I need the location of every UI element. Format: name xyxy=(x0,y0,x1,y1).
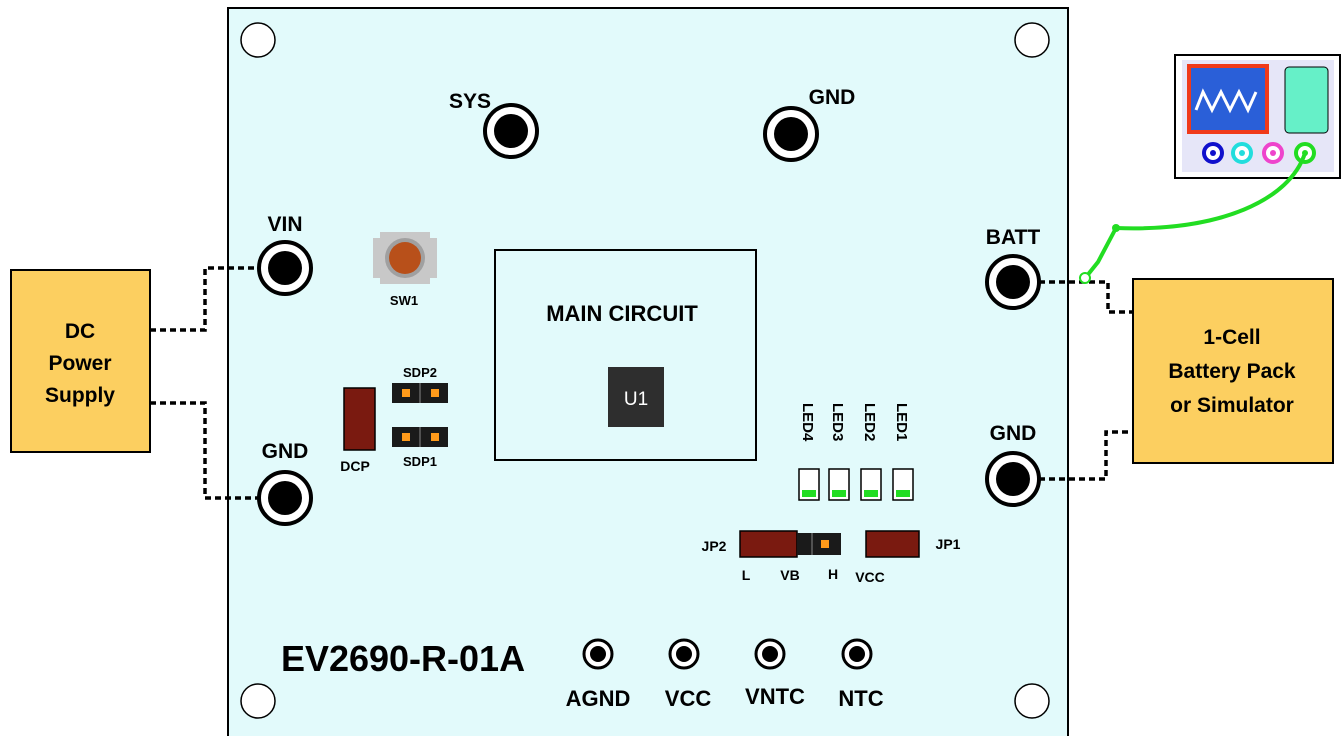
dcp-label: DCP xyxy=(340,458,370,474)
terminal-gnd-right-label: GND xyxy=(990,422,1037,445)
led3 xyxy=(828,468,850,501)
terminal-gnd-top[interactable] xyxy=(763,106,819,162)
led4 xyxy=(798,468,820,501)
power-supply-line3: Supply xyxy=(45,384,115,407)
terminal-vin[interactable] xyxy=(257,240,313,296)
jp2-label: JP2 xyxy=(702,538,727,554)
terminal-gnd-right[interactable] xyxy=(985,451,1041,507)
board-name: EV2690-R-01A xyxy=(281,638,525,679)
jp2-jumper[interactable] xyxy=(739,530,798,558)
jp-vcc-label: VCC xyxy=(855,569,885,585)
power-supply-line2: Power xyxy=(48,352,111,375)
test-point-agnd[interactable] xyxy=(582,638,614,670)
terminal-gnd-top-label: GND xyxy=(809,86,856,109)
jp-header[interactable] xyxy=(797,533,841,555)
battery-line2: Battery Pack xyxy=(1168,360,1296,383)
wires xyxy=(150,266,1133,500)
mounting-hole xyxy=(240,683,276,719)
oscilloscope-icon xyxy=(1174,54,1341,179)
probe-clip-point xyxy=(1112,224,1120,232)
power-supply-line1: DC xyxy=(65,320,95,343)
battery-line1: 1-Cell xyxy=(1203,326,1260,349)
test-point-ntc-label: NTC xyxy=(838,686,883,711)
test-point-ntc[interactable] xyxy=(841,638,873,670)
probe-tip xyxy=(1079,272,1091,284)
battery-pack-box xyxy=(1132,278,1334,464)
u1-label: U1 xyxy=(624,389,648,410)
led2 xyxy=(860,468,882,501)
wire-gnd-left xyxy=(150,401,259,500)
mounting-hole xyxy=(240,22,276,58)
probe-wire xyxy=(1084,152,1307,279)
main-circuit-label: MAIN CIRCUIT xyxy=(546,301,698,326)
led1 xyxy=(892,468,914,501)
waveform-icon xyxy=(1194,88,1258,114)
jp1-jumper[interactable] xyxy=(865,530,920,558)
wire-vin xyxy=(150,266,259,332)
jp-h-label: H xyxy=(828,566,838,582)
sw1-label: SW1 xyxy=(390,293,418,308)
dcp-component xyxy=(343,387,376,451)
terminal-vin-label: VIN xyxy=(267,213,302,236)
mounting-hole xyxy=(1014,683,1050,719)
test-point-vntc-label: VNTC xyxy=(745,684,805,709)
sdp2-label: SDP2 xyxy=(403,365,437,380)
wire-gnd-right xyxy=(1039,430,1133,481)
terminal-batt[interactable] xyxy=(985,254,1041,310)
test-point-vcc[interactable] xyxy=(668,638,700,670)
sdp1-header[interactable] xyxy=(392,427,448,447)
test-point-agnd-label: AGND xyxy=(566,686,631,711)
test-point-vcc-label: VCC xyxy=(665,686,712,711)
main-circuit-block xyxy=(494,249,757,461)
jp1-label: JP1 xyxy=(936,536,961,552)
led2-label: LED2 xyxy=(861,403,878,441)
mounting-hole xyxy=(1014,22,1050,58)
sdp2-header[interactable] xyxy=(392,383,448,403)
test-point-vntc[interactable] xyxy=(754,638,786,670)
led1-label: LED1 xyxy=(893,403,910,441)
jp-l-label: L xyxy=(742,567,751,583)
sdp1-label: SDP1 xyxy=(403,454,437,469)
u1-chip xyxy=(608,367,664,427)
battery-line3: or Simulator xyxy=(1170,394,1294,417)
terminal-gnd-left-label: GND xyxy=(262,440,309,463)
dc-power-supply-box xyxy=(10,269,151,453)
mounting-holes xyxy=(240,22,1050,719)
led4-label: LED4 xyxy=(799,403,816,442)
terminal-gnd-left[interactable] xyxy=(257,470,313,526)
jp-vb-label: VB xyxy=(780,567,799,583)
led3-label: LED3 xyxy=(829,403,846,441)
sw1-button[interactable] xyxy=(373,232,437,284)
terminal-sys[interactable] xyxy=(483,103,539,159)
wire-batt xyxy=(1039,280,1133,314)
terminal-batt-label: BATT xyxy=(986,226,1041,249)
scope-panel xyxy=(1284,66,1329,134)
terminal-sys-label: SYS xyxy=(449,90,491,113)
